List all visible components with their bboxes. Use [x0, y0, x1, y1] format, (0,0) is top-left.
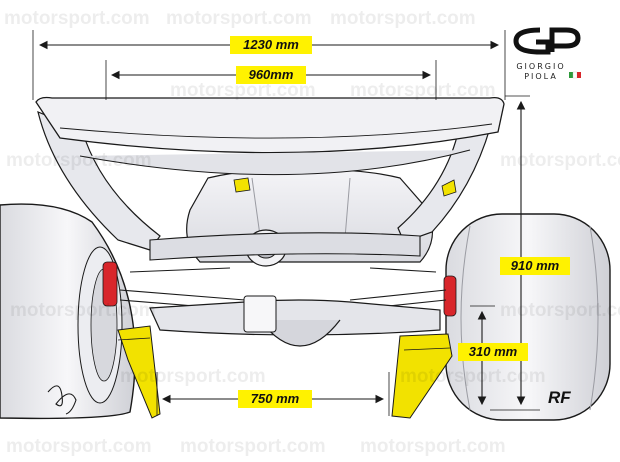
watermark: motorsport.com [10, 300, 156, 321]
dim-overall-width-label: 1230 mm [230, 36, 312, 54]
right-brake-duct [443, 275, 457, 317]
watermark: motorsport.com [6, 150, 152, 171]
logo-text: GIORGIO PIOLA [500, 62, 582, 82]
logo-line-1: GIORGIO [516, 62, 566, 71]
artist-signature [47, 385, 77, 415]
watermark: motorsport.com [400, 366, 546, 387]
watermark: motorsport.com [500, 150, 620, 171]
dim-height-label: 910 mm [500, 257, 570, 275]
watermark: motorsport.com [4, 8, 150, 29]
left-wing-tip [233, 177, 251, 193]
watermark: motorsport.com [170, 80, 316, 101]
watermark: motorsport.com [360, 436, 506, 457]
rear-wing-mainplane [35, 96, 505, 176]
corner-label: RF [548, 388, 571, 407]
diffuser [149, 299, 441, 347]
giorgio-piola-logo-mark [513, 27, 581, 79]
rain-light [243, 295, 277, 333]
rear-wing-endplates [37, 102, 497, 261]
logo-line-2: PIOLA [524, 72, 558, 81]
dim-lower-width-label: 750 mm [238, 390, 312, 408]
left-brake-duct [102, 261, 118, 307]
left-floor-fence [117, 325, 161, 419]
watermark: motorsport.com [120, 366, 266, 387]
dim-inner-width-label: 960mm [236, 66, 306, 84]
watermark: motorsport.com [6, 436, 152, 457]
watermark: motorsport.com [166, 8, 312, 29]
watermark: motorsport.com [500, 300, 620, 321]
watermark: motorsport.com [180, 436, 326, 457]
watermark: motorsport.com [350, 80, 496, 101]
watermark: motorsport.com [330, 8, 476, 29]
right-wing-tip [441, 179, 457, 197]
dim-endplate-height-label: 310 mm [458, 343, 528, 361]
right-floor-fence [391, 333, 453, 419]
